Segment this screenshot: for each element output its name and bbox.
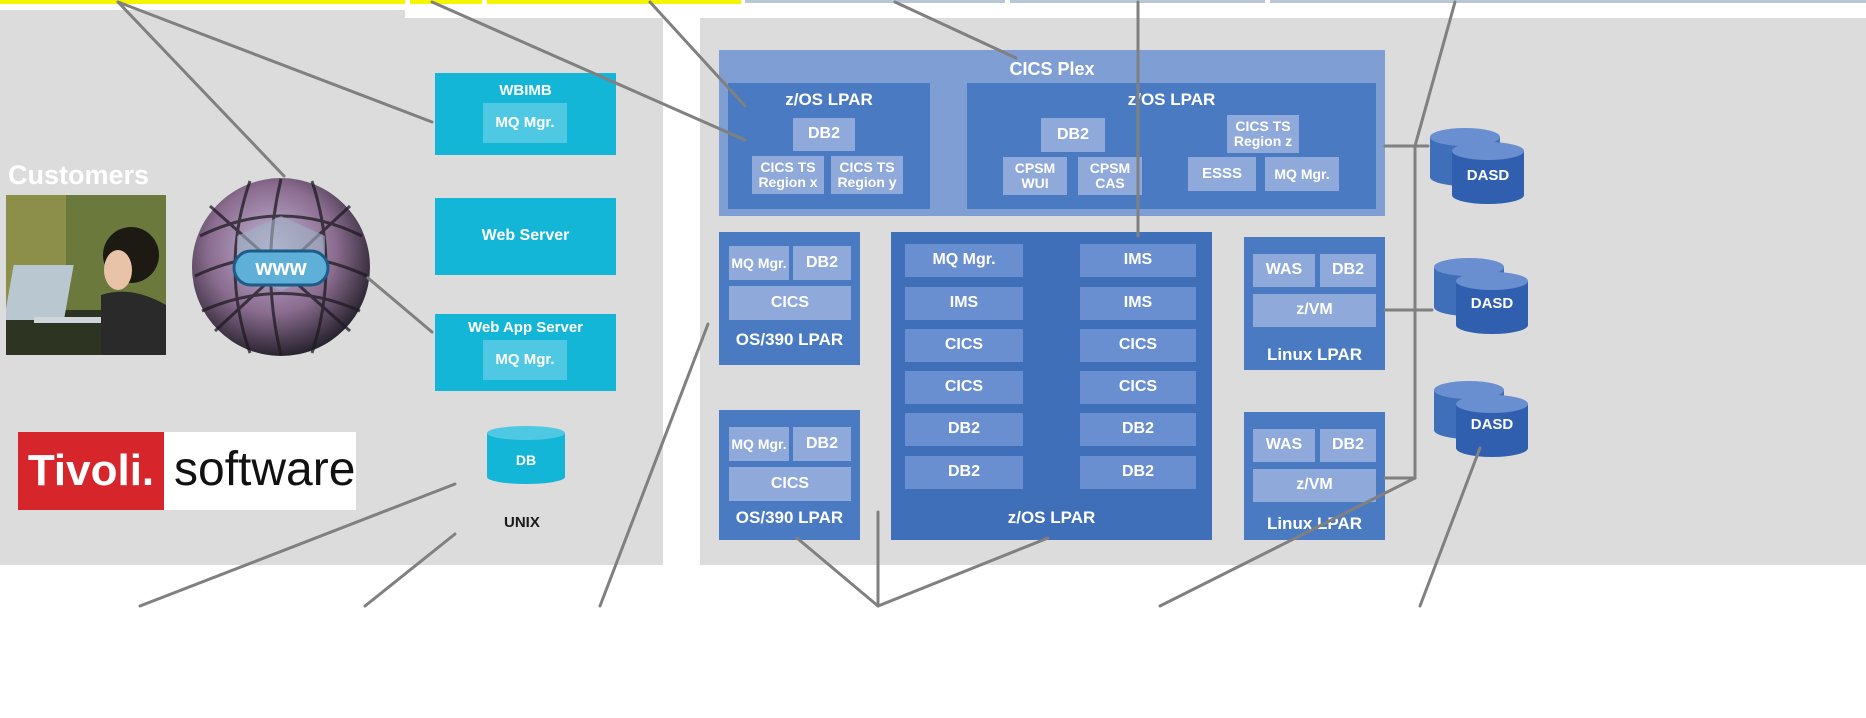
os390-bottom-mq: MQ Mgr. — [729, 427, 789, 461]
os390-top-title: OS/390 LPAR — [735, 330, 844, 350]
header-tab-4 — [745, 0, 1005, 3]
plex-left-title: z/OS LPAR — [785, 90, 873, 110]
tivoli-software-text: software — [174, 443, 356, 496]
dasd-disk-icon-3: DASD — [1432, 378, 1532, 458]
linux-bottom-db2: DB2 — [1320, 429, 1376, 462]
header-tab-3 — [487, 0, 741, 4]
unix-label: UNIX — [504, 514, 540, 531]
plex-left-region-x: CICS TS Region x — [752, 156, 824, 194]
dasd-label-3: DASD — [1470, 416, 1514, 434]
header-tab-2 — [410, 0, 482, 4]
plex-right-cpsm-cas: CPSM CAS — [1078, 157, 1142, 195]
linux-top-was: WAS — [1253, 254, 1315, 287]
web-app-server-mq-mgr: MQ Mgr. — [483, 340, 567, 380]
zos-center-title: z/OS LPAR — [1007, 508, 1096, 528]
zos-right-cell-2: IMS — [1080, 287, 1196, 320]
web-app-server-title: Web App Server — [467, 319, 584, 337]
tivoli-logo: Tivoli. software — [18, 432, 356, 510]
dasd-label-1: DASD — [1466, 167, 1510, 185]
linux-top-db2: DB2 — [1320, 254, 1376, 287]
os390-top-cics: CICS — [729, 286, 851, 320]
zos-left-cell-3: CICS — [905, 329, 1023, 362]
plex-right-mq-mgr: MQ Mgr. — [1265, 157, 1339, 191]
os390-top-mq: MQ Mgr. — [729, 246, 789, 280]
wbimb-mq-mgr: MQ Mgr. — [483, 103, 567, 143]
os390-bottom-db2: DB2 — [793, 427, 851, 461]
os390-bottom-title: OS/390 LPAR — [735, 508, 844, 528]
plex-left-db2: DB2 — [793, 118, 855, 151]
www-globe: www — [190, 176, 372, 358]
linux-bottom-zvm: z/VM — [1253, 469, 1376, 502]
linux-top-title: Linux LPAR — [1266, 345, 1363, 365]
zos-left-cell-2: IMS — [905, 287, 1023, 320]
plex-zos-lpar-left: z/OS LPAR DB2 CICS TS Region x CICS TS R… — [728, 83, 930, 209]
cics-plex-title: CICS Plex — [1009, 58, 1095, 79]
zos-left-cell-1: MQ Mgr. — [905, 244, 1023, 277]
zos-left-cell-6: DB2 — [905, 456, 1023, 489]
header-tab-6 — [1270, 0, 1866, 3]
plex-right-db2: DB2 — [1041, 118, 1105, 152]
plex-left-region-y: CICS TS Region y — [831, 156, 903, 194]
db-label: DB — [515, 451, 537, 468]
linux-top-zvm: z/VM — [1253, 294, 1376, 327]
dasd-disk-icon-1: DASD — [1428, 125, 1528, 205]
db-cylinder-icon: DB — [486, 425, 566, 485]
linux-bottom-was: WAS — [1253, 429, 1315, 462]
os390-top-db2: DB2 — [793, 246, 851, 280]
tivoli-brand: Tivoli. — [18, 432, 164, 510]
web-server-box: Web Server — [435, 198, 616, 275]
customers-label: Customers — [8, 160, 150, 190]
plex-right-esss: ESSS — [1188, 157, 1256, 191]
wbimb-box: WBIMB MQ Mgr. — [435, 73, 616, 155]
plex-right-cics-ts-z: CICS TS Region z — [1227, 115, 1299, 153]
zos-lpar-center: MQ Mgr. IMS CICS CICS DB2 DB2 IMS IMS CI… — [891, 232, 1212, 540]
zos-left-cell-5: DB2 — [905, 413, 1023, 446]
wbimb-title: WBIMB — [499, 82, 552, 100]
zos-right-cell-5: DB2 — [1080, 413, 1196, 446]
dasd-disk-icon-2: DASD — [1432, 255, 1532, 335]
plex-zos-lpar-right: z/OS LPAR DB2 CPSM WUI CPSM CAS CICS TS … — [967, 83, 1376, 209]
header-tab-1 — [0, 0, 405, 4]
zos-right-cell-1: IMS — [1080, 244, 1196, 277]
os390-lpar-bottom: MQ Mgr. DB2 CICS OS/390 LPAR — [719, 410, 860, 540]
zos-right-cell-6: DB2 — [1080, 456, 1196, 489]
customer-photo — [6, 195, 166, 355]
os390-bottom-cics: CICS — [729, 467, 851, 501]
linux-lpar-bottom: WAS DB2 z/VM Linux LPAR — [1244, 412, 1385, 540]
www-label: www — [255, 255, 307, 281]
plex-right-cpsm-wui: CPSM WUI — [1003, 157, 1067, 195]
zos-left-cell-4: CICS — [905, 371, 1023, 404]
dasd-label-2: DASD — [1470, 295, 1514, 313]
linux-lpar-top: WAS DB2 z/VM Linux LPAR — [1244, 237, 1385, 370]
zos-right-cell-3: CICS — [1080, 329, 1196, 362]
web-app-server-box: Web App Server MQ Mgr. — [435, 314, 616, 391]
zos-right-cell-4: CICS — [1080, 371, 1196, 404]
linux-bottom-title: Linux LPAR — [1266, 514, 1363, 534]
plex-right-title: z/OS LPAR — [1127, 90, 1216, 110]
os390-lpar-top: MQ Mgr. DB2 CICS OS/390 LPAR — [719, 232, 860, 365]
